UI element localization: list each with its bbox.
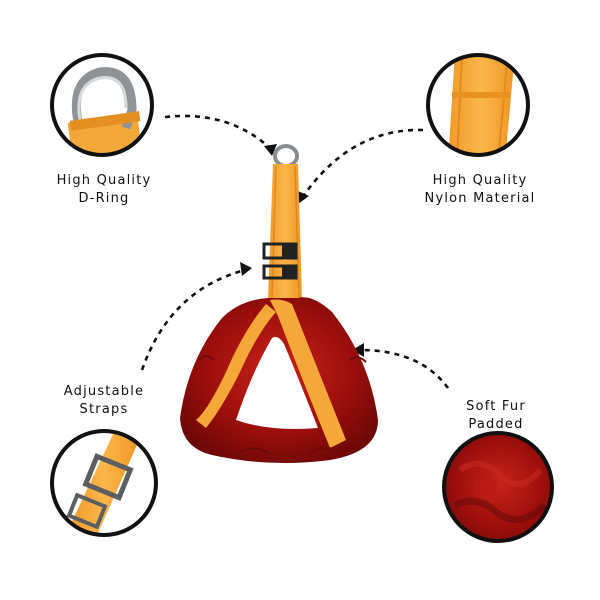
nylon-label-line1: High Quality: [432, 173, 528, 188]
pointer-arrows: [140, 114, 450, 389]
d-ring-label-line1: High Quality: [56, 173, 152, 188]
fur-label-line2: Padded: [468, 417, 524, 432]
straps-label-line2: Straps: [79, 402, 129, 417]
fur-label: Soft Fur Padded: [434, 398, 558, 434]
straps-label-line1: Adjustable: [63, 384, 145, 399]
fur-detail-circle: [442, 431, 554, 543]
straps-detail-circle: [50, 429, 158, 537]
arrow-fur: [359, 348, 450, 389]
arrow-d-ring: [164, 114, 273, 151]
arrow-heads: [240, 144, 364, 357]
arrow-nylon: [300, 128, 424, 199]
d-ring-detail-circle: [50, 53, 154, 157]
nylon-detail-circle: [426, 53, 530, 157]
arrow-straps: [140, 268, 246, 371]
d-ring-label-line2: D-Ring: [78, 191, 130, 206]
fur-label-line1: Soft Fur: [466, 399, 526, 414]
nylon-label-line2: Nylon Material: [424, 191, 536, 206]
nylon-label: High Quality Nylon Material: [408, 172, 552, 208]
harness-image: [180, 144, 378, 464]
d-ring-label: High Quality D-Ring: [40, 172, 168, 208]
straps-label: Adjustable Straps: [44, 383, 164, 419]
